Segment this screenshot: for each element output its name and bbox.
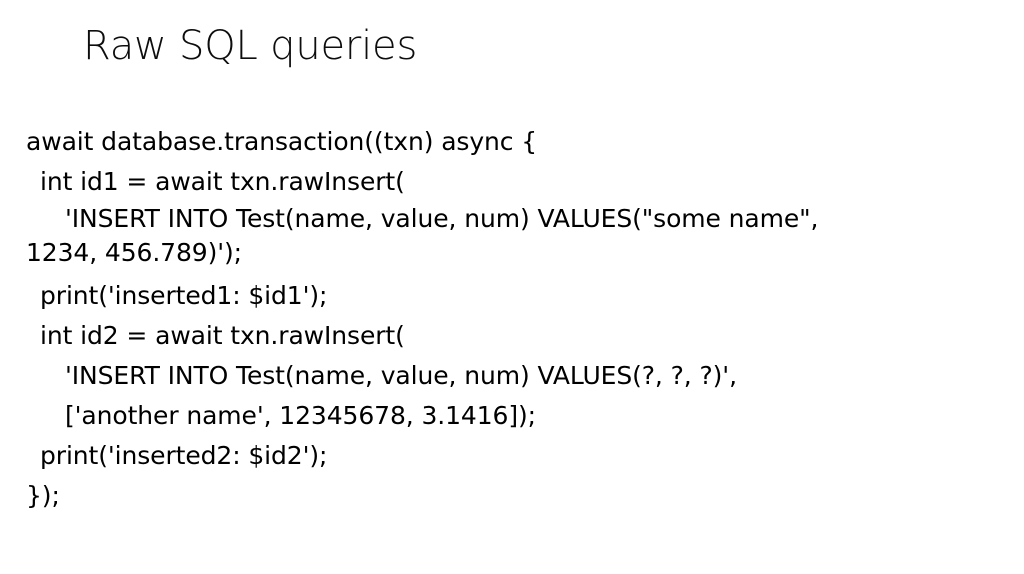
code-line: ['another name', 12345678, 3.1416]); xyxy=(65,401,536,430)
code-line: print('inserted1: $id1'); xyxy=(40,281,328,310)
code-line: }); xyxy=(26,481,60,510)
code-line: 'INSERT INTO Test(name, value, num) VALU… xyxy=(26,204,827,267)
code-line: 'INSERT INTO Test(name, value, num) VALU… xyxy=(65,361,737,390)
code-body: await database.transaction((txn) async {… xyxy=(26,122,896,516)
code-line: int id2 = await txn.rawInsert( xyxy=(40,321,405,350)
code-line: await database.transaction((txn) async { xyxy=(26,127,538,156)
slide-title: Raw SQL queries xyxy=(83,23,418,69)
code-line: int id1 = await txn.rawInsert( xyxy=(40,167,405,196)
code-line: print('inserted2: $id2'); xyxy=(40,441,328,470)
